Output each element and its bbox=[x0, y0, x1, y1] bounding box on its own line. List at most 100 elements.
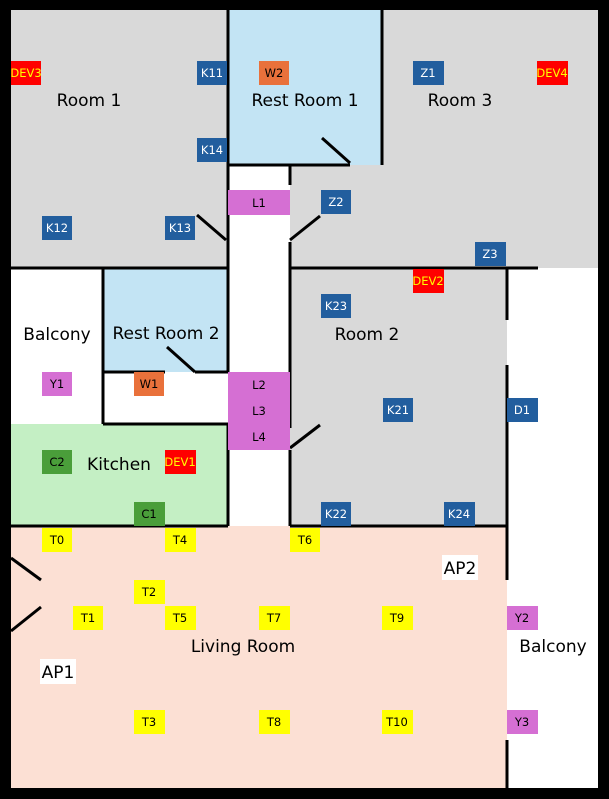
device-tag-T1: T1 bbox=[73, 606, 103, 630]
device-text-Z1: Z1 bbox=[420, 66, 435, 80]
hall-top bbox=[228, 165, 290, 526]
device-tag-T7: T7 bbox=[259, 606, 290, 630]
device-text-K21: K21 bbox=[387, 403, 409, 417]
label-balcony-left: Balcony bbox=[23, 325, 90, 345]
door-living-bottom bbox=[10, 605, 42, 633]
room3-lower-area bbox=[290, 165, 598, 268]
label-room1: Room 1 bbox=[57, 91, 122, 111]
device-tag-DEV4: DEV4 bbox=[536, 61, 568, 85]
device-tag-K21: K21 bbox=[383, 398, 413, 422]
device-tag-K12: K12 bbox=[42, 216, 72, 240]
device-text-Y1: Y1 bbox=[49, 377, 64, 391]
doors bbox=[10, 136, 351, 633]
restroom1-area bbox=[228, 10, 382, 165]
device-tag-Z1: Z1 bbox=[413, 61, 444, 85]
device-tag-Y2: Y2 bbox=[507, 606, 538, 630]
living-room-area bbox=[11, 526, 507, 788]
device-tag-Z2: Z2 bbox=[321, 190, 351, 214]
device-text-K13: K13 bbox=[169, 221, 191, 235]
restroom2-area bbox=[103, 268, 228, 372]
ap1-label: AP1 bbox=[42, 663, 75, 683]
device-text-L3: L3 bbox=[252, 404, 266, 418]
device-text-T8: T8 bbox=[266, 715, 281, 729]
door-restroom2 bbox=[166, 345, 196, 374]
device-text-DEV3: DEV3 bbox=[10, 66, 41, 80]
label-restroom1: Rest Room 1 bbox=[251, 91, 358, 111]
device-tag-DEV2: DEV2 bbox=[412, 269, 444, 293]
device-tag-K22: K22 bbox=[321, 502, 351, 526]
device-tag-K14: K14 bbox=[197, 138, 227, 162]
device-text-K12: K12 bbox=[46, 221, 68, 235]
device-tag-T0: T0 bbox=[42, 528, 72, 552]
device-text-L1: L1 bbox=[252, 196, 266, 210]
device-tag-T2: T2 bbox=[134, 580, 165, 604]
door-room2 bbox=[289, 423, 321, 450]
restroom2-lower bbox=[103, 372, 228, 424]
device-tag-K23: K23 bbox=[321, 294, 351, 318]
label-balcony-right: Balcony bbox=[519, 637, 586, 657]
ap2-bg bbox=[442, 555, 478, 580]
device-tag-K11: K11 bbox=[197, 61, 227, 85]
label-restroom2: Rest Room 2 bbox=[112, 324, 219, 344]
device-tag-T10: T10 bbox=[382, 710, 413, 734]
device-text-K24: K24 bbox=[448, 507, 470, 521]
device-text-T3: T3 bbox=[141, 715, 156, 729]
l-group-bg bbox=[228, 372, 290, 450]
device-text-Z2: Z2 bbox=[328, 195, 343, 209]
balcony-right-upper bbox=[507, 268, 598, 526]
device-tag-T3: T3 bbox=[134, 710, 165, 734]
kitchen-area bbox=[11, 424, 228, 526]
device-tag-T6: T6 bbox=[290, 528, 320, 552]
device-tag-C1: C1 bbox=[134, 502, 165, 526]
device-text-Y3: Y3 bbox=[514, 715, 529, 729]
ap1-bg bbox=[40, 659, 76, 684]
device-text-K22: K22 bbox=[325, 507, 347, 521]
device-text-T4: T4 bbox=[172, 533, 187, 547]
device-text-C2: C2 bbox=[49, 455, 64, 469]
device-text-Y2: Y2 bbox=[514, 611, 529, 625]
device-tag-W2: W2 bbox=[259, 61, 289, 85]
device-tag-K13: K13 bbox=[165, 216, 195, 240]
label-room3: Room 3 bbox=[428, 91, 493, 111]
label-living-room: Living Room bbox=[191, 637, 295, 657]
door-restroom1 bbox=[321, 136, 351, 165]
device-text-W1: W1 bbox=[140, 377, 159, 391]
device-tag-Z3: Z3 bbox=[475, 242, 506, 266]
device-tag-W1: W1 bbox=[134, 372, 164, 396]
device-tag-L1: L1 bbox=[228, 190, 290, 215]
device-text-T7: T7 bbox=[266, 611, 281, 625]
device-text-D1: D1 bbox=[514, 403, 530, 417]
device-text-DEV1: DEV1 bbox=[164, 455, 195, 469]
device-tag-T8: T8 bbox=[259, 710, 290, 734]
device-tag-K24: K24 bbox=[444, 502, 475, 526]
device-text-T6: T6 bbox=[297, 533, 312, 547]
device-tag-D1: D1 bbox=[507, 398, 538, 422]
device-text-L4: L4 bbox=[252, 430, 266, 444]
label-kitchen: Kitchen bbox=[87, 455, 151, 475]
device-text-T0: T0 bbox=[49, 533, 64, 547]
balcony-left-area bbox=[11, 268, 103, 424]
device-tag-DEV1: DEV1 bbox=[164, 450, 196, 474]
device-text-T2: T2 bbox=[141, 585, 156, 599]
balcony-right-lower bbox=[507, 526, 598, 788]
door-living-top bbox=[10, 556, 42, 582]
device-text-L2: L2 bbox=[252, 378, 266, 392]
device-text-K23: K23 bbox=[325, 299, 347, 313]
device-tag-Y3: Y3 bbox=[507, 710, 538, 734]
label-room2: Room 2 bbox=[335, 325, 400, 345]
device-text-Z3: Z3 bbox=[482, 247, 497, 261]
device-text-K14: K14 bbox=[201, 143, 223, 157]
device-text-DEV2: DEV2 bbox=[412, 274, 443, 288]
device-tag-DEV3: DEV3 bbox=[10, 61, 42, 85]
door-room1 bbox=[196, 213, 227, 242]
device-text-T10: T10 bbox=[385, 715, 408, 729]
door-room3 bbox=[289, 214, 321, 242]
device-tag-Y1: Y1 bbox=[42, 372, 72, 396]
device-tag-C2: C2 bbox=[42, 450, 72, 474]
device-text-T5: T5 bbox=[172, 611, 187, 625]
device-text-W2: W2 bbox=[265, 66, 284, 80]
device-tag-T9: T9 bbox=[382, 606, 413, 630]
device-tag-T4: T4 bbox=[165, 528, 196, 552]
ap2-label: AP2 bbox=[444, 559, 477, 579]
